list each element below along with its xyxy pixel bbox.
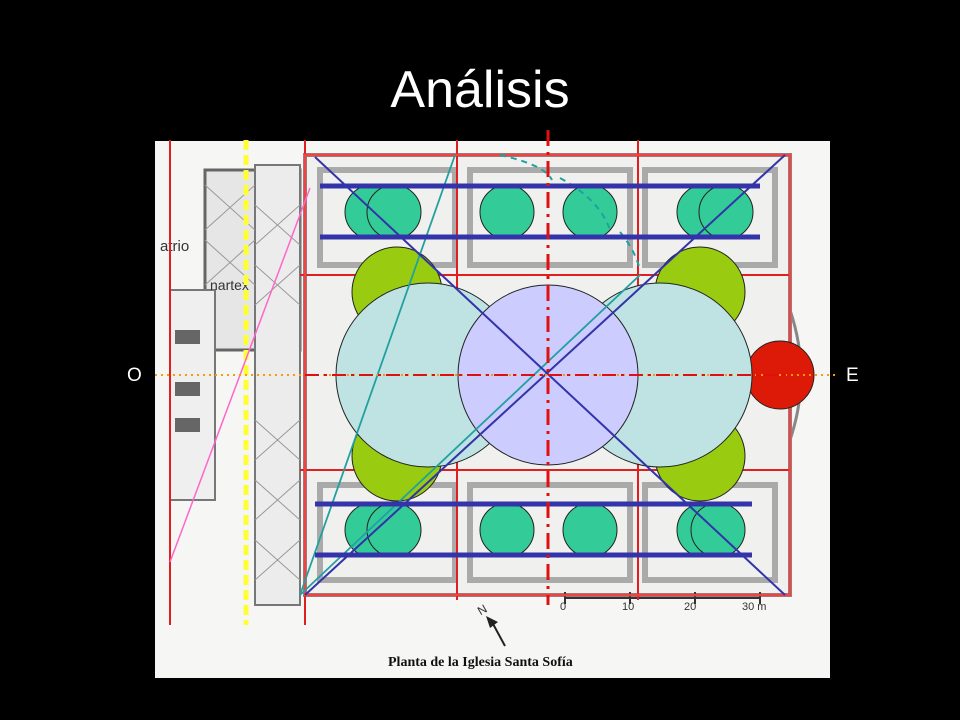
aisle-bars [315, 183, 760, 558]
east-label: E [846, 365, 859, 386]
narthex-bays [204, 184, 301, 581]
west-label: O [127, 365, 142, 386]
atrium-pier [175, 418, 200, 432]
plan-caption: Planta de la Iglesia Santa Sofía [388, 655, 573, 670]
label-atrium: atrio [160, 238, 189, 255]
label-narthex: nartex [210, 277, 249, 293]
scale-label-10: 10 [622, 601, 634, 613]
scale-label-30: 30 m [742, 601, 766, 613]
scale-label-20: 20 [684, 601, 696, 613]
column-circle [479, 502, 535, 558]
column-circles [344, 184, 754, 558]
atrium-pier [175, 330, 200, 344]
column-circle [562, 184, 618, 240]
aisle-walls [317, 167, 778, 583]
scale-label-0: 0 [560, 601, 566, 613]
north-arrow-icon [486, 616, 506, 647]
slide-title: Análisis [390, 61, 570, 119]
north-label: N [475, 602, 490, 618]
column-circle [562, 502, 618, 558]
atrium-pier [175, 382, 200, 396]
column-circle [479, 184, 535, 240]
